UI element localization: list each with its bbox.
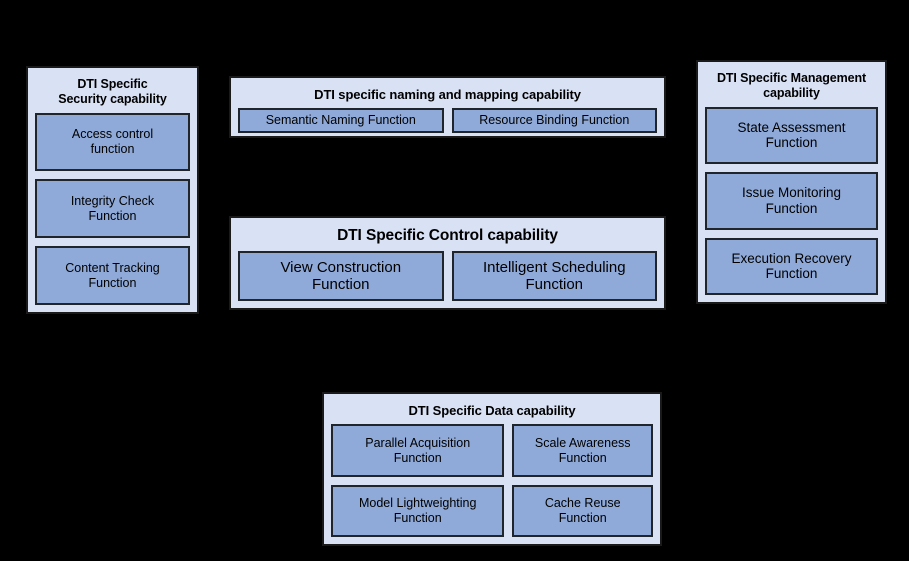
function-model-lightweighting-line1: Model Lightweighting	[358, 496, 477, 511]
function-intelligent-scheduling-line1: Intelligent Scheduling	[482, 258, 626, 276]
control-function-list: View Construction Function Intelligent S…	[238, 251, 657, 301]
function-view-construction-line2: Function	[311, 276, 370, 294]
function-state-assessment[interactable]: State Assessment Function	[705, 106, 878, 164]
function-integrity-check-line1: Integrity Check	[70, 194, 155, 209]
panel-control-title: DTI Specific Control capability	[337, 227, 558, 244]
panel-security-title-line1: DTI Specific	[77, 77, 148, 91]
function-state-assessment-line1: State Assessment	[737, 119, 846, 135]
function-content-tracking[interactable]: Content Tracking Function	[35, 246, 190, 305]
data-function-grid: Parallel Acquisition Function Scale Awar…	[331, 424, 653, 538]
function-resource-binding[interactable]: Resource Binding Function	[451, 108, 657, 133]
panel-naming-title: DTI specific naming and mapping capabili…	[314, 87, 581, 102]
function-model-lightweighting-line2: Function	[393, 510, 442, 525]
function-scale-awareness-line2: Function	[558, 450, 607, 465]
panel-security-title-line2: Security capability	[58, 91, 167, 106]
data-function-row-1: Parallel Acquisition Function Scale Awar…	[331, 424, 653, 477]
function-view-construction-line1: View Construction	[280, 258, 402, 276]
function-issue-monitoring[interactable]: Issue Monitoring Function	[705, 172, 878, 230]
panel-data-capability: DTI Specific Data capability Parallel Ac…	[322, 392, 662, 546]
function-integrity-check-line2: Function	[88, 208, 137, 223]
panel-management-title-line2: capability	[763, 85, 820, 100]
function-cache-reuse[interactable]: Cache Reuse Function	[512, 484, 653, 538]
function-model-lightweighting[interactable]: Model Lightweighting Function	[331, 484, 505, 538]
function-content-tracking-line1: Content Tracking	[65, 261, 160, 276]
function-intelligent-scheduling[interactable]: Intelligent Scheduling Function	[451, 251, 657, 301]
function-view-construction[interactable]: View Construction Function	[238, 251, 444, 301]
panel-management-title-line1: DTI Specific Management	[716, 71, 867, 85]
security-function-list: Access control function Integrity Check …	[35, 112, 190, 306]
function-scale-awareness[interactable]: Scale Awareness Function	[512, 424, 653, 477]
panel-data-title: DTI Specific Data capability	[408, 403, 576, 418]
function-execution-recovery[interactable]: Execution Recovery Function	[705, 237, 878, 295]
function-parallel-acquisition-line1: Parallel Acquisition	[365, 436, 471, 450]
function-parallel-acquisition[interactable]: Parallel Acquisition Function	[331, 424, 505, 477]
function-issue-monitoring-line2: Function	[765, 200, 818, 216]
panel-control-capability: DTI Specific Control capability View Con…	[229, 216, 666, 310]
panel-management-capability: DTI Specific Management capability State…	[696, 60, 887, 304]
management-function-list: State Assessment Function Issue Monitori…	[705, 106, 878, 295]
function-scale-awareness-line1: Scale Awareness	[534, 436, 631, 450]
function-semantic-naming[interactable]: Semantic Naming Function	[238, 108, 444, 133]
function-access-control[interactable]: Access control function	[35, 112, 190, 172]
function-cache-reuse-line1: Cache Reuse	[544, 496, 621, 511]
panel-security-capability: DTI Specific Security capability Access …	[26, 66, 199, 314]
function-content-tracking-line2: Function	[88, 275, 137, 290]
naming-function-list: Semantic Naming Function Resource Bindin…	[238, 108, 657, 133]
panel-security-title: DTI Specific Security capability	[35, 77, 190, 107]
function-access-control-line2: function	[90, 141, 135, 156]
function-parallel-acquisition-line2: Function	[393, 450, 442, 465]
function-access-control-line1: Access control	[71, 127, 154, 142]
function-issue-monitoring-line1: Issue Monitoring	[741, 185, 842, 201]
panel-naming-mapping-capability: DTI specific naming and mapping capabili…	[229, 76, 666, 138]
panel-management-title: DTI Specific Management capability	[705, 71, 878, 101]
function-execution-recovery-line1: Execution Recovery	[731, 250, 852, 266]
function-execution-recovery-line2: Function	[765, 266, 818, 282]
function-cache-reuse-line2: Function	[558, 510, 607, 525]
function-integrity-check[interactable]: Integrity Check Function	[35, 179, 190, 239]
function-intelligent-scheduling-line2: Function	[525, 276, 584, 294]
function-state-assessment-line2: Function	[765, 135, 818, 151]
data-function-row-2: Model Lightweighting Function Cache Reus…	[331, 484, 653, 538]
